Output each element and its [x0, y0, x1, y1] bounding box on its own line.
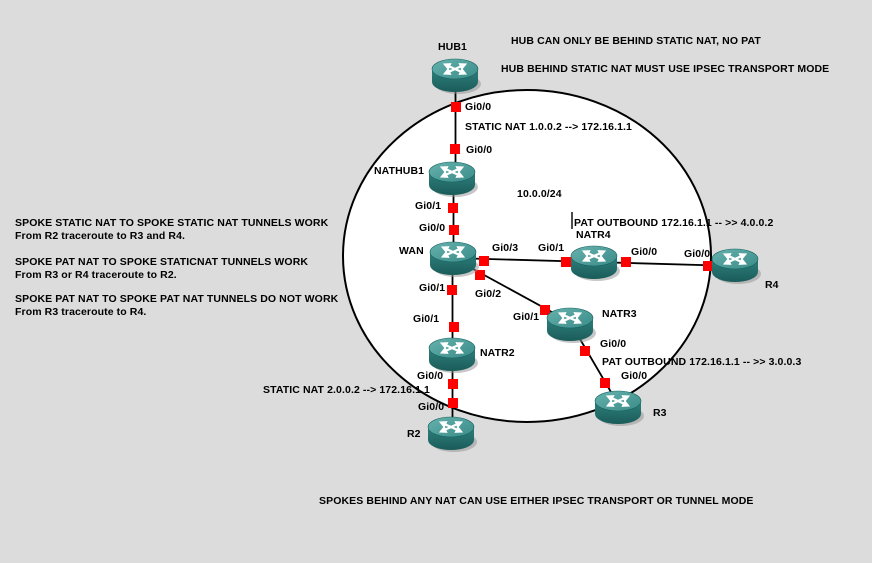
iface-label-wan-gi02: Gi0/2 — [475, 288, 502, 300]
connector-nathub1-gi00 — [450, 144, 460, 154]
note-spoke-static-static: SPOKE STATIC NAT TO SPOKE STATIC NAT TUN… — [15, 217, 328, 242]
router-label-r3: R3 — [653, 407, 667, 419]
connector-nathub1-gi01 — [448, 203, 458, 213]
router-r2[interactable] — [425, 413, 477, 453]
router-icon — [431, 58, 481, 94]
router-label-r4: R4 — [765, 279, 779, 291]
iface-label-nathub1-gi01: Gi0/1 — [415, 200, 442, 212]
router-icon — [594, 390, 644, 426]
router-natr4[interactable] — [568, 242, 620, 282]
router-r3[interactable] — [592, 387, 644, 427]
router-hub1[interactable] — [429, 55, 481, 95]
iface-label-natr3-gi00: Gi0/0 — [600, 338, 627, 350]
router-r4[interactable] — [709, 245, 761, 285]
note-hub-static-only: HUB CAN ONLY BE BEHIND STATIC NAT, NO PA… — [511, 35, 761, 47]
router-label-natr4: NATR4 — [576, 229, 611, 241]
iface-label-r3-gi00: Gi0/0 — [621, 370, 648, 382]
note-pat-outbound-r4: PAT OUTBOUND 172.16.1.1 -- >> 4.0.0.2 — [574, 217, 774, 229]
iface-label-natr2-gi01: Gi0/1 — [413, 313, 440, 325]
note-detail: From R3 traceroute to R4. — [15, 305, 147, 318]
note-detail: From R2 traceroute to R3 and R4. — [15, 229, 186, 242]
router-icon — [546, 307, 596, 343]
router-icon — [429, 241, 479, 277]
router-label-nathub1: NATHUB1 — [374, 165, 425, 177]
connector-natr3-gi00 — [580, 346, 590, 356]
connector-natr4-gi01 — [561, 257, 571, 267]
iface-label-wan-gi03: Gi0/3 — [492, 242, 519, 254]
connector-wan-gi03 — [479, 256, 489, 266]
connector-r4-gi00 — [703, 261, 713, 271]
note-title: SPOKE PAT NAT TO SPOKE PAT NAT TUNNELS D… — [15, 293, 339, 305]
router-natr2[interactable] — [426, 334, 478, 374]
router-label-hub1: HUB1 — [438, 41, 467, 53]
connector-r2-gi00 — [448, 398, 458, 408]
iface-label-wan-gi01: Gi0/1 — [419, 282, 446, 294]
connector-r3-gi00 — [600, 378, 610, 388]
router-icon — [428, 337, 478, 373]
connector-natr4-gi00 — [621, 257, 631, 267]
router-nathub1[interactable] — [426, 158, 478, 198]
note-spoke-pat-pat: SPOKE PAT NAT TO SPOKE PAT NAT TUNNELS D… — [15, 293, 338, 318]
iface-label-natr4-gi01: Gi0/1 — [538, 242, 565, 254]
router-label-natr3: NATR3 — [602, 308, 637, 320]
iface-label-nathub1-gi00: Gi0/0 — [466, 144, 493, 156]
connector-natr2-gi01 — [449, 322, 459, 332]
iface-label-natr3-gi01: Gi0/1 — [513, 311, 540, 323]
note-r2-static-nat: STATIC NAT 2.0.0.2 --> 172.16.1.1 — [263, 384, 430, 396]
router-icon — [711, 248, 761, 284]
note-title: SPOKE PAT NAT TO SPOKE STATICNAT TUNNELS… — [15, 256, 309, 268]
connector-natr2-gi00 — [448, 379, 458, 389]
note-pat-outbound-r3: PAT OUTBOUND 172.16.1.1 -- >> 3.0.0.3 — [602, 356, 802, 368]
iface-label-hub1-gi00: Gi0/0 — [465, 101, 492, 113]
note-footer: SPOKES BEHIND ANY NAT CAN USE EITHER IPS… — [319, 495, 754, 507]
network-cloud-label: 10.0.0/24 — [517, 188, 562, 200]
router-icon — [427, 416, 477, 452]
router-icon — [570, 245, 620, 281]
note-spoke-pat-static: SPOKE PAT NAT TO SPOKE STATICNAT TUNNELS… — [15, 256, 308, 281]
router-natr3[interactable] — [544, 304, 596, 344]
router-icon — [428, 161, 478, 197]
connector-wan-gi02 — [475, 270, 485, 280]
note-detail: From R3 or R4 traceroute to R2. — [15, 268, 177, 281]
router-wan[interactable] — [427, 238, 479, 278]
connector-hub1-gi00 — [451, 102, 461, 112]
iface-label-natr2-gi00: Gi0/0 — [417, 370, 444, 382]
iface-label-r4-gi00: Gi0/0 — [684, 248, 711, 260]
connector-natr3-gi01 — [540, 305, 550, 315]
connector-wan-gi00 — [449, 225, 459, 235]
note-hub-static-nat: STATIC NAT 1.0.0.2 --> 172.16.1.1 — [465, 121, 632, 133]
note-hub-transport: HUB BEHIND STATIC NAT MUST USE IPSEC TRA… — [501, 63, 830, 75]
router-label-natr2: NATR2 — [480, 347, 515, 359]
iface-label-natr4-gi00: Gi0/0 — [631, 246, 658, 258]
router-label-wan: WAN — [399, 245, 424, 257]
note-title: SPOKE STATIC NAT TO SPOKE STATIC NAT TUN… — [15, 217, 329, 229]
iface-label-r2-gi00: Gi0/0 — [418, 401, 445, 413]
connector-wan-gi01 — [447, 285, 457, 295]
router-label-r2: R2 — [407, 428, 421, 440]
iface-label-wan-gi00: Gi0/0 — [419, 222, 446, 234]
